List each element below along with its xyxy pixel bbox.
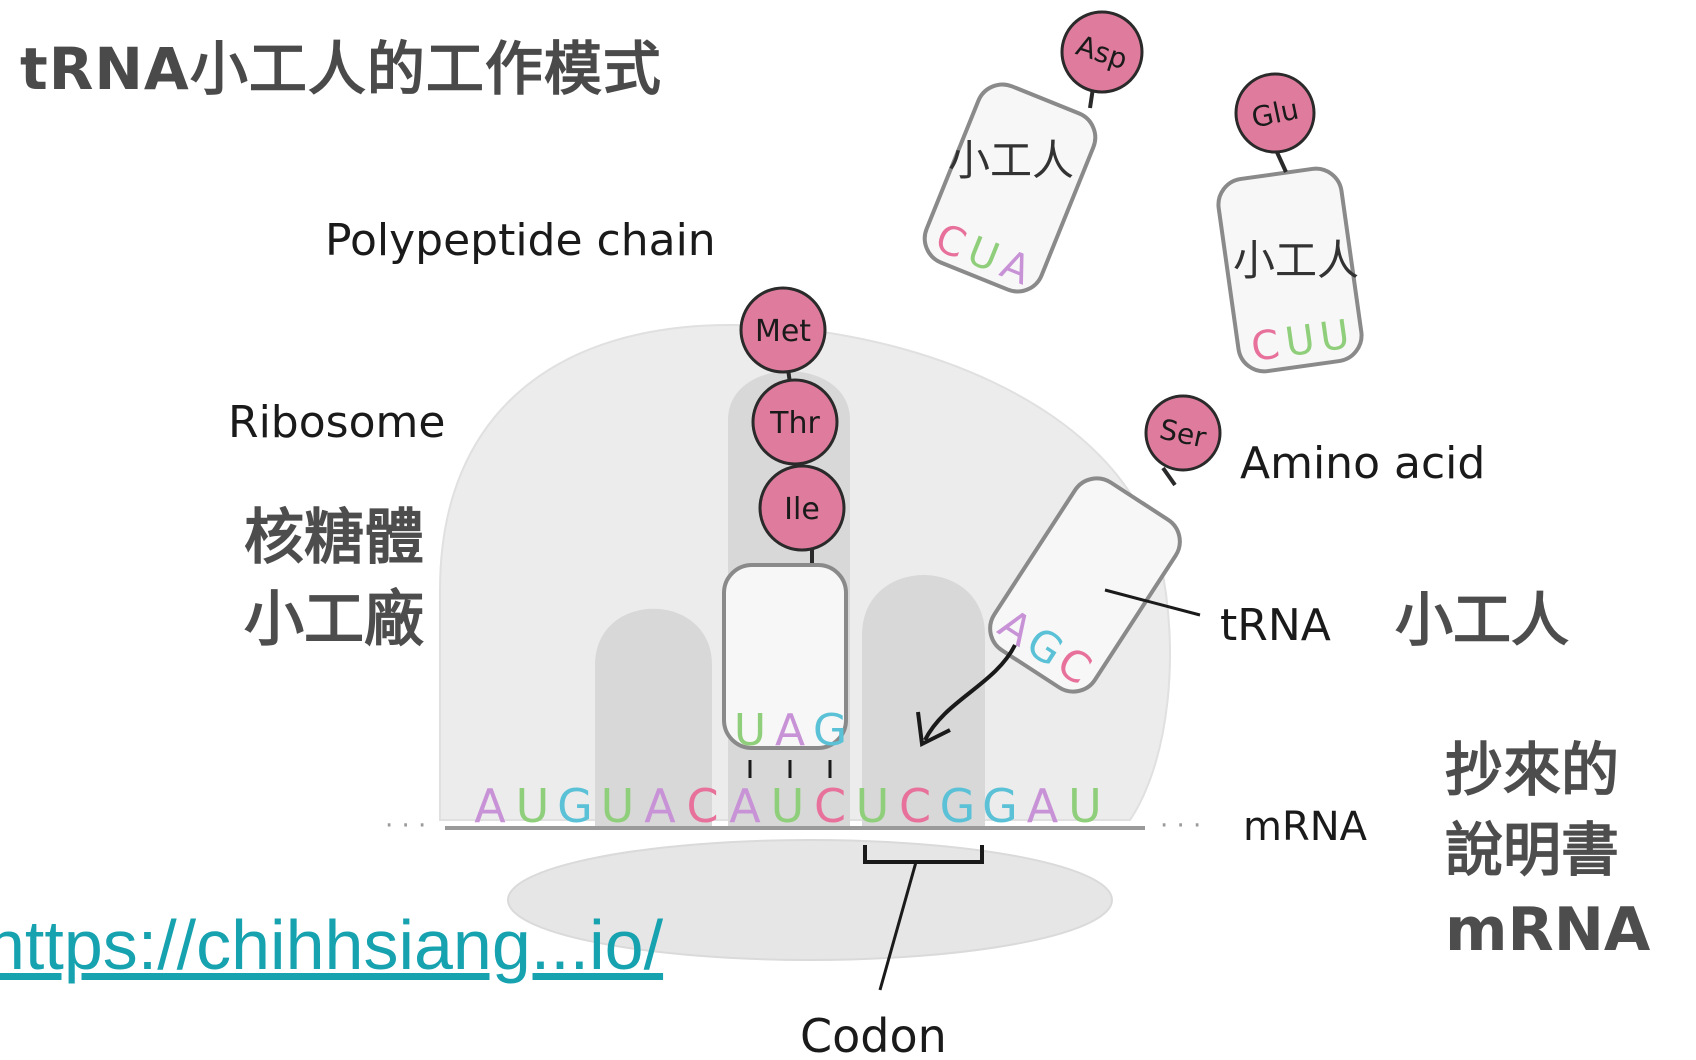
amino-acid-bead — [739, 286, 827, 374]
mrna-base: G — [940, 779, 976, 833]
codon-bracket — [863, 845, 984, 864]
trna-cn-label: 小工人 — [1395, 586, 1569, 654]
amino-acid-asp — [1060, 10, 1144, 94]
anticodon-base: C — [1248, 321, 1282, 370]
mrna-base: U — [601, 779, 635, 833]
anticodon-base: U — [1282, 316, 1317, 366]
mrna-base: G — [982, 779, 1018, 833]
amino-acid-glu — [1234, 72, 1316, 154]
trna-label: tRNA — [1220, 600, 1331, 651]
binding-arrow — [923, 644, 1017, 741]
binding-arrowhead — [916, 711, 951, 748]
mrna-base: A — [729, 779, 761, 833]
mrna-base: C — [686, 779, 718, 833]
ribosome-small-subunit — [507, 839, 1113, 961]
ribosome-site-e — [595, 608, 712, 830]
ribosome-site-a — [862, 575, 985, 830]
codon-pointer-line — [878, 861, 918, 991]
codon-label: Codon — [800, 1009, 947, 1060]
mrna-base: G — [557, 779, 593, 833]
amino-acid-ser — [1144, 394, 1222, 472]
mrna-base: C — [814, 779, 846, 833]
mrna-label: mRNA — [1243, 804, 1368, 850]
free-trna-glu-worker-label: 小工人 — [1233, 236, 1359, 285]
anticodon-base: U — [734, 705, 766, 756]
mrna-base: A — [474, 779, 506, 833]
amino-acid-label: Amino acid — [1240, 438, 1485, 489]
base-pair-ticks — [748, 760, 832, 778]
amino-acid-bead-label: Met — [755, 314, 811, 349]
mrna-cn-line1: 抄來的 — [1445, 736, 1619, 804]
ribosome-label: Ribosome — [228, 397, 445, 448]
mrna-base: C — [899, 779, 931, 833]
anticodon-base: A — [775, 705, 805, 756]
anticodon-base: G — [813, 705, 847, 756]
mrna-base: U — [856, 779, 890, 833]
slide-title: tRNA小工人的工作模式 — [20, 35, 662, 103]
mrna-dots-right: · · · — [1160, 811, 1201, 841]
mrna-base: A — [1027, 779, 1059, 833]
trna-pointer-line — [1104, 588, 1201, 617]
incoming-trna: AGC Ser — [916, 394, 1222, 748]
mrna-cn-line2: 說明書 — [1445, 816, 1619, 884]
amino-acid-bead-label: Thr — [769, 406, 820, 441]
free-trna-asp: CUA Asp 小工人 — [922, 10, 1144, 295]
amino-acid-bead — [751, 378, 839, 466]
polypeptide-chain-label: Polypeptide chain — [325, 215, 716, 266]
free-trna-asp-worker-label: 小工人 — [948, 136, 1074, 185]
overlay-url-link[interactable]: https://chihhsiang...io/ — [0, 906, 664, 984]
mrna-base: U — [516, 779, 550, 833]
mrna-base: U — [771, 779, 805, 833]
mrna-cn-line3: mRNA — [1445, 895, 1651, 965]
mrna-base: A — [644, 779, 676, 833]
ribosome-cn-line1: 核糖體 — [244, 503, 424, 573]
amino-acid-bead — [758, 464, 846, 552]
mrna-dots-left: · · · — [385, 811, 426, 841]
amino-acid-bead-label: Ile — [784, 492, 820, 527]
mrna-base: U — [1068, 779, 1102, 833]
ribosome-cn-line2: 小工廠 — [244, 585, 424, 655]
anticodon-base: U — [1317, 312, 1352, 362]
